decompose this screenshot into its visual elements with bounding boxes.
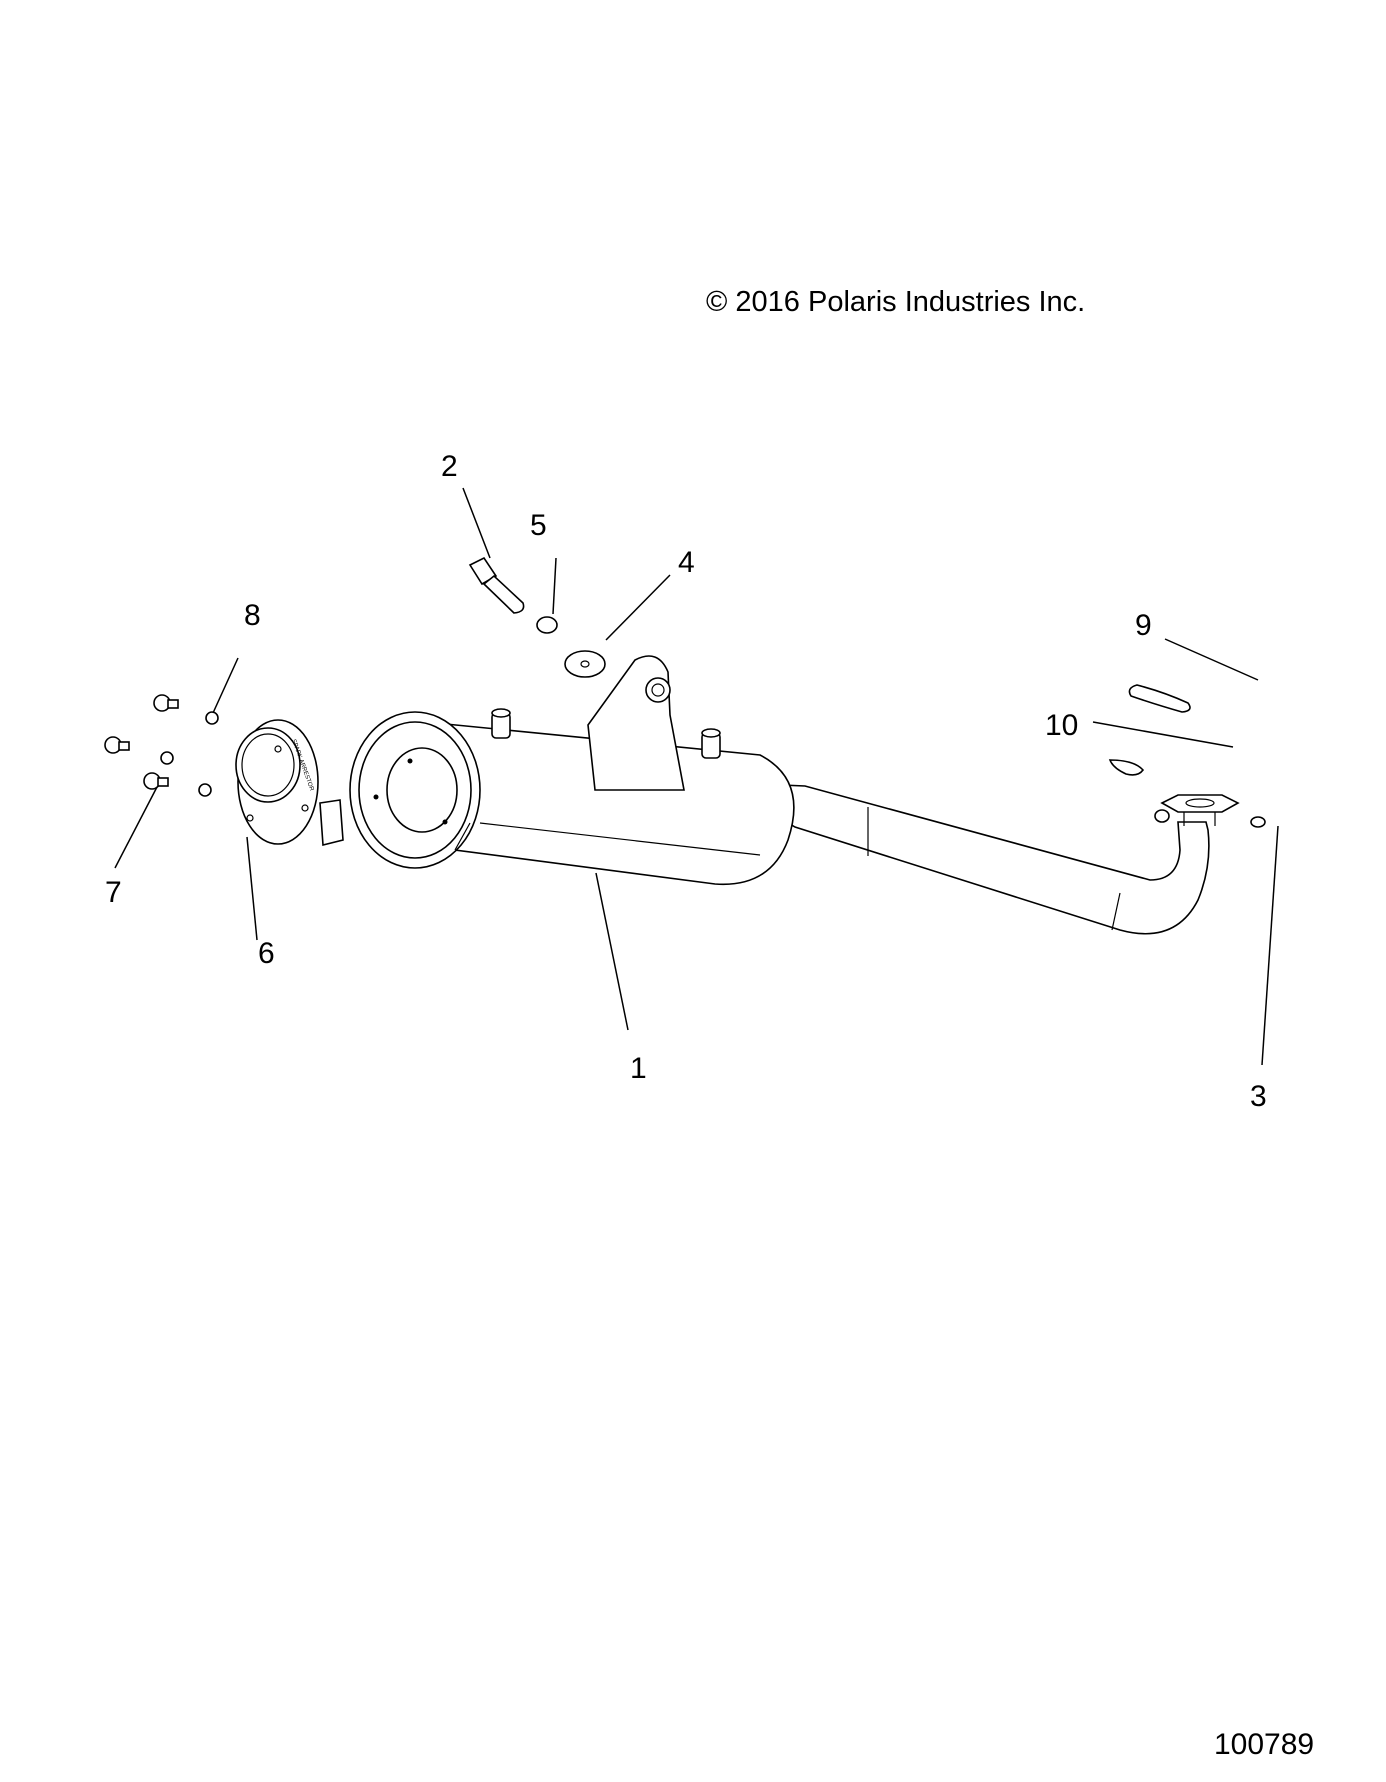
nuts-3 — [1154, 809, 1266, 828]
gasket-9 — [1128, 684, 1191, 713]
callout-3: 3 — [1250, 1080, 1267, 1113]
washer-4 — [564, 650, 606, 678]
callout-2: 2 — [441, 450, 458, 483]
spark-arrestor — [235, 719, 344, 847]
leader-lines — [114, 487, 1279, 1066]
callout-9: 9 — [1135, 609, 1152, 642]
bolt-2 — [468, 556, 525, 614]
callout-7: 7 — [105, 876, 122, 909]
callout-1: 1 — [630, 1052, 647, 1085]
head-pipe — [779, 784, 1240, 935]
callout-6: 6 — [258, 937, 275, 970]
muffler — [349, 655, 795, 886]
lock-washers-8 — [160, 711, 219, 797]
copyright-notice: © 2016 Polaris Industries Inc. — [706, 286, 1086, 318]
diagram-id: 100789 — [1214, 1728, 1315, 1761]
callout-8: 8 — [244, 599, 261, 632]
screws-7 — [104, 694, 179, 790]
callout-10: 10 — [1045, 709, 1078, 742]
callout-4: 4 — [678, 546, 695, 579]
callout-labels: 1 2 3 4 5 6 7 8 9 10 — [105, 450, 1267, 1113]
seal-10 — [1108, 759, 1145, 776]
callout-5: 5 — [530, 509, 547, 542]
washer-5 — [536, 616, 558, 634]
